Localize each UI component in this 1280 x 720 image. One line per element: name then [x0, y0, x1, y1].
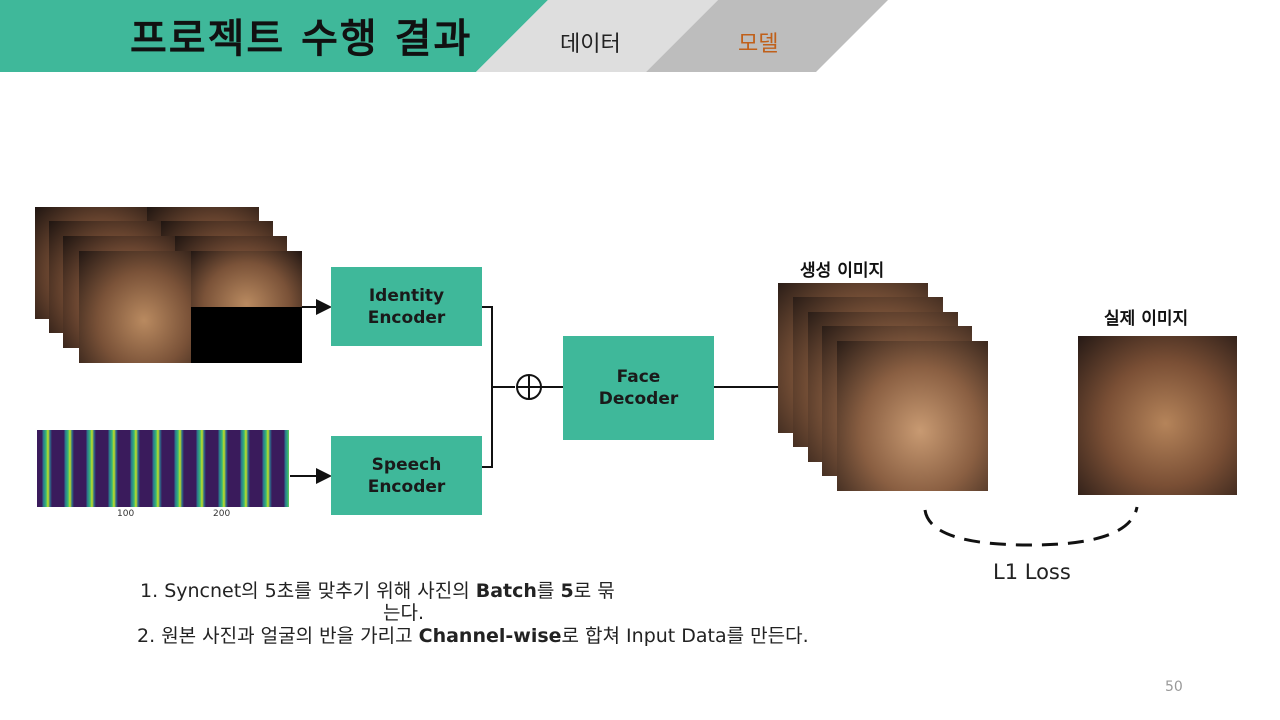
- tab-model-band: [646, 0, 888, 72]
- masked-face-image: [191, 251, 302, 307]
- note-1: 1. Syncnet의 5초를 맞추기 위해 사진의 Batch를 5로 묶: [140, 580, 615, 602]
- note-1-wrap: 는다.: [383, 602, 424, 624]
- page-title: 프로젝트 수행 결과: [130, 16, 473, 62]
- encoder-merge-line: [482, 306, 493, 468]
- l1-loss-dashed-arc: [923, 506, 1139, 547]
- face-mask: [191, 307, 302, 363]
- tab-data[interactable]: 데이터: [560, 32, 621, 57]
- real-face-image: [1078, 336, 1237, 495]
- real-image-label: 실제 이미지: [1104, 309, 1189, 329]
- header-band: [0, 0, 888, 72]
- generated-face-image: [837, 341, 988, 491]
- page-number: 50: [1165, 679, 1183, 695]
- spectrogram-tick-200: 200: [213, 509, 231, 519]
- tab-model[interactable]: 모델: [738, 32, 779, 57]
- spectrogram-image: [37, 430, 289, 507]
- l1-loss-label: L1 Loss: [993, 560, 1071, 584]
- header-title-band: [0, 0, 548, 72]
- face-decoder-box: Face Decoder: [563, 336, 714, 440]
- spectrogram-tick-100: 100: [117, 509, 135, 519]
- generated-image-label: 생성 이미지: [800, 261, 885, 281]
- identity-encoder-box: Identity Encoder: [331, 267, 482, 346]
- input-face-image: [79, 251, 191, 363]
- speech-encoder-box: Speech Encoder: [331, 436, 482, 515]
- tab-data-band: [476, 0, 718, 72]
- note-2: 2. 원본 사진과 얼굴의 반을 가리고 Channel-wise로 합쳐 In…: [137, 625, 809, 647]
